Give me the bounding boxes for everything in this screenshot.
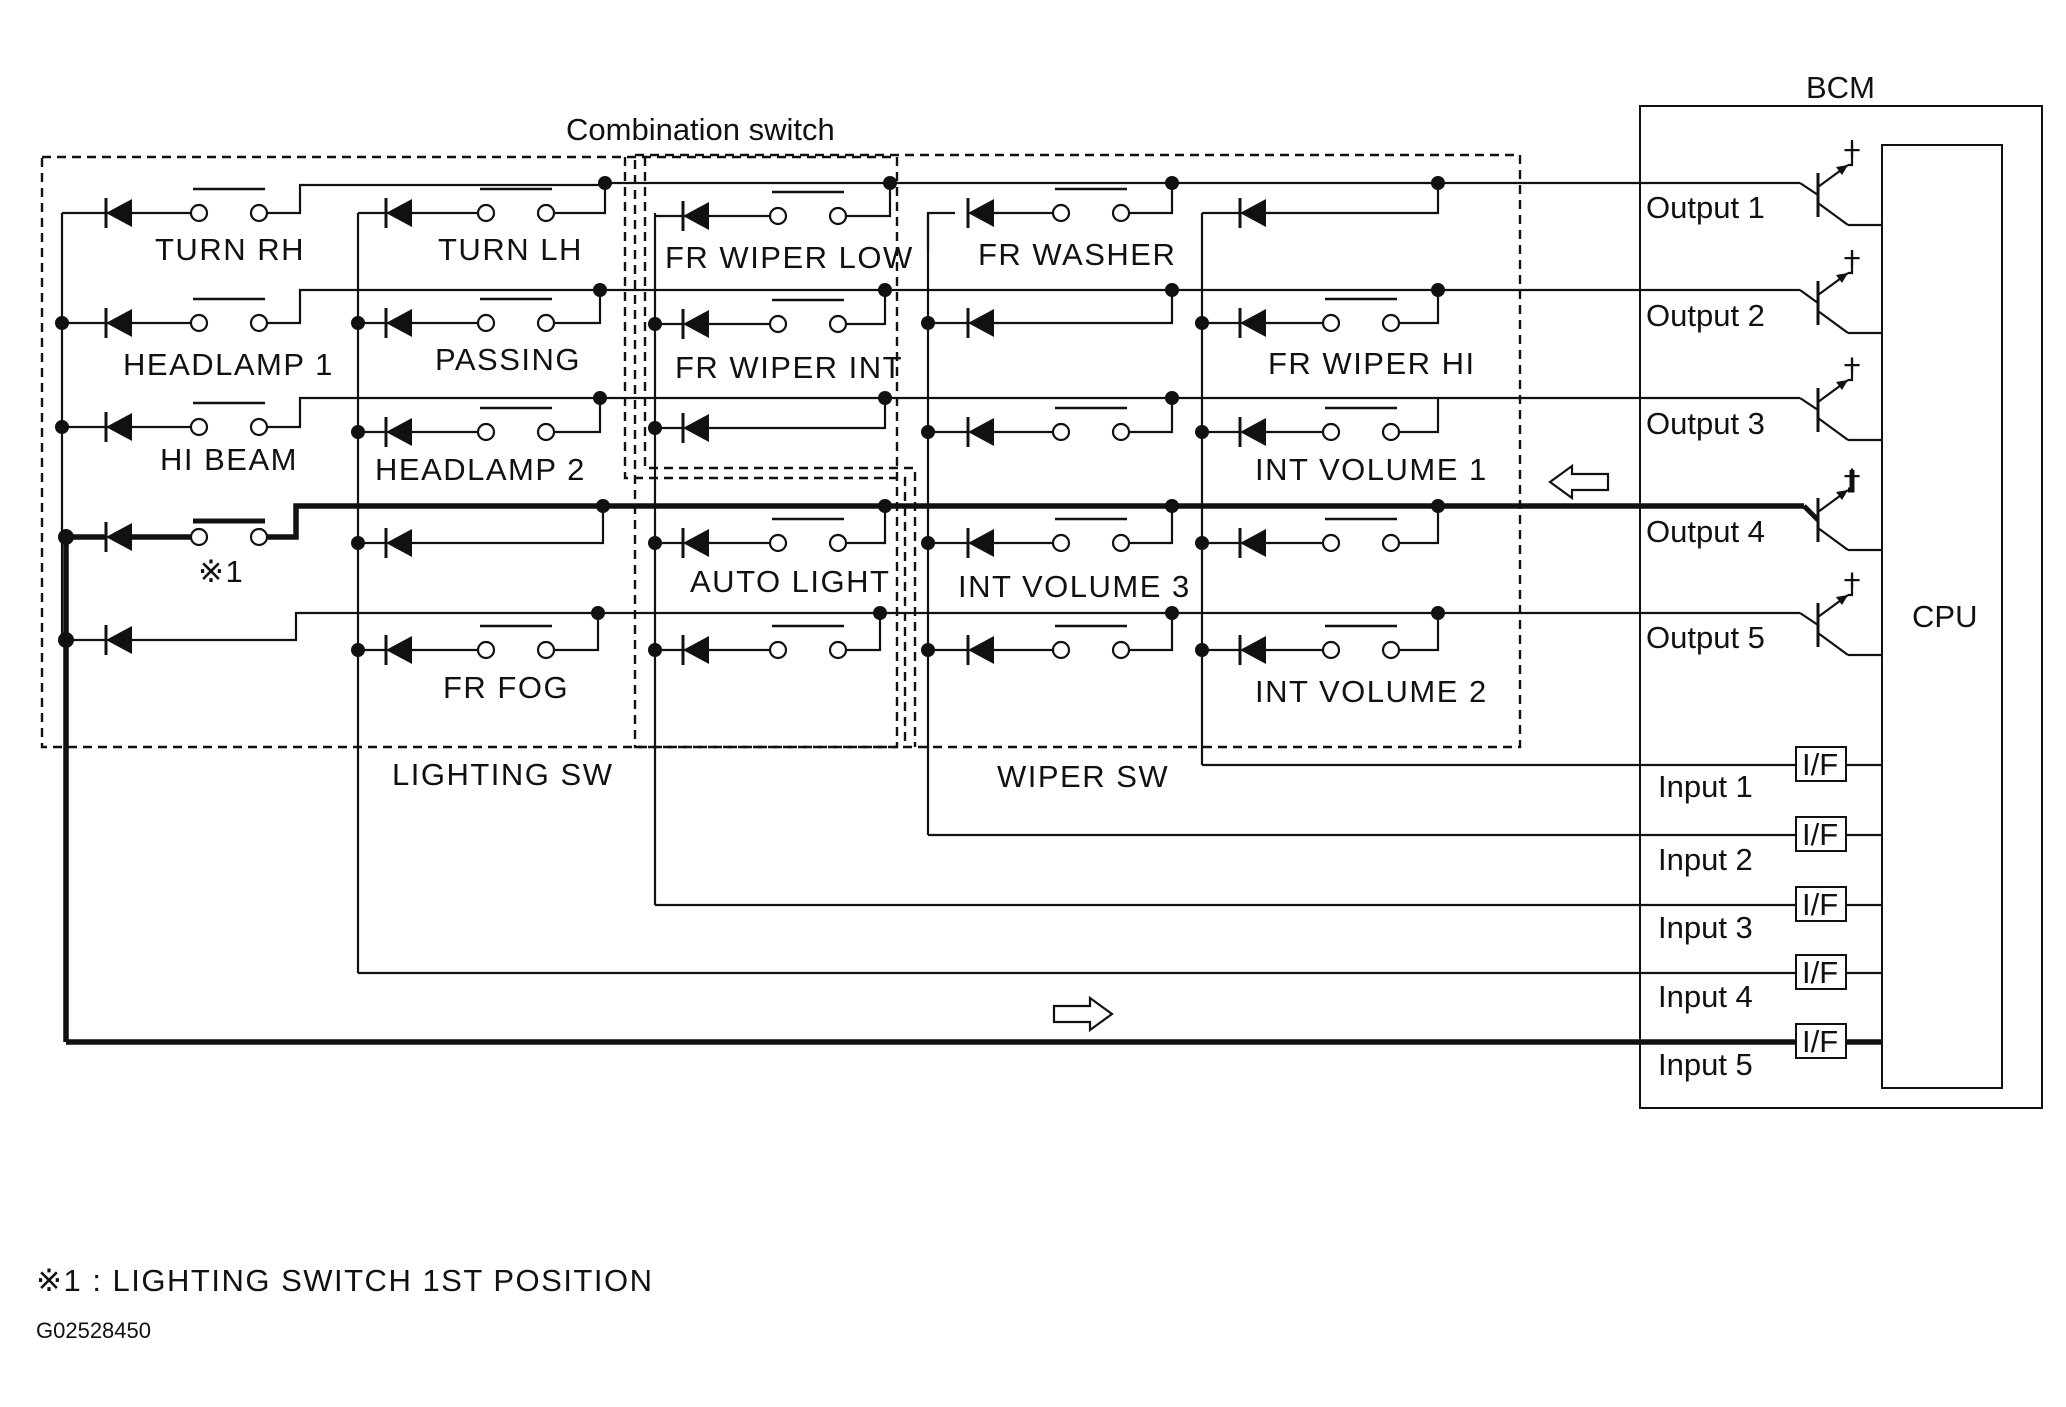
fr-fog-label: FR FOG bbox=[443, 670, 569, 705]
svg-text:+: + bbox=[1843, 562, 1861, 597]
hi-beam-label: HI BEAM bbox=[160, 442, 298, 477]
int-volume-2-label: INT VOLUME 2 bbox=[1255, 674, 1488, 709]
wiper-sw-label: WIPER SW bbox=[997, 759, 1169, 794]
headlamp-1-label: HEADLAMP 1 bbox=[123, 347, 334, 382]
headlamp-2-label: HEADLAMP 2 bbox=[375, 452, 586, 487]
input-2-label: Input 2 bbox=[1658, 842, 1753, 877]
fr-wiper-low-label: FR WIPER LOW bbox=[665, 240, 914, 275]
turn-lh-label: TURN LH bbox=[438, 232, 583, 267]
input-lines bbox=[66, 763, 1796, 1045]
lighting-sw-left-column bbox=[62, 183, 1804, 657]
int-volume-3-label: INT VOLUME 3 bbox=[958, 569, 1191, 604]
junction-dots bbox=[55, 176, 1445, 657]
lighting-sw-label: LIGHTING SW bbox=[392, 757, 613, 792]
collector-buses bbox=[60, 213, 1204, 1042]
wiper-left-column bbox=[655, 180, 892, 667]
if-label-4: I/F bbox=[1802, 955, 1838, 990]
cpu-box bbox=[1881, 144, 2003, 1089]
svg-text:+: + bbox=[1843, 240, 1861, 275]
input-4-label: Input 4 bbox=[1658, 979, 1753, 1014]
combination-switch-group-box bbox=[633, 153, 1522, 749]
input-3-label: Input 3 bbox=[1658, 910, 1753, 945]
fr-wiper-hi-label: FR WIPER HI bbox=[1268, 346, 1476, 381]
if-label-1: I/F bbox=[1802, 747, 1838, 782]
output-lines bbox=[598, 181, 1800, 615]
if-label-2: I/F bbox=[1802, 817, 1838, 852]
output-4-label: Output 4 bbox=[1646, 514, 1765, 549]
svg-text:+: + bbox=[1843, 347, 1861, 382]
svg-text:+: + bbox=[1843, 458, 1861, 493]
flow-arrow-right bbox=[1052, 995, 1114, 1033]
fr-washer-label: FR WASHER bbox=[978, 237, 1176, 272]
int-volume-1-label: INT VOLUME 1 bbox=[1255, 452, 1488, 487]
wiper-right-column bbox=[1202, 180, 1440, 667]
input-1-label: Input 1 bbox=[1658, 769, 1753, 804]
bcm-box bbox=[1639, 105, 2043, 1109]
svg-text:+: + bbox=[1843, 132, 1861, 167]
output-5-label: Output 5 bbox=[1646, 620, 1765, 655]
bcm-label: BCM bbox=[1806, 70, 1875, 105]
output-3-label: Output 3 bbox=[1646, 406, 1765, 441]
lighting-switch-group-box bbox=[40, 155, 899, 749]
input-5-label: Input 5 bbox=[1658, 1047, 1753, 1082]
if-label-5: I/F bbox=[1802, 1024, 1838, 1059]
if-label-3: I/F bbox=[1802, 887, 1838, 922]
output-1-label: Output 1 bbox=[1646, 190, 1765, 225]
turn-rh-label: TURN RH bbox=[155, 232, 305, 267]
figure-code: G02528450 bbox=[36, 1318, 151, 1343]
fr-wiper-int-label: FR WIPER INT bbox=[675, 350, 903, 385]
output-transistors: + + + + + bbox=[1799, 132, 1882, 657]
auto-light-label: AUTO LIGHT bbox=[690, 564, 890, 599]
note-mark-label: ※1 bbox=[198, 554, 244, 589]
combination-switch-label: Combination switch bbox=[566, 112, 835, 147]
interface-blocks bbox=[1795, 746, 1882, 1059]
passing-label: PASSING bbox=[435, 342, 581, 377]
cpu-label: CPU bbox=[1912, 599, 1977, 634]
output-2-label: Output 2 bbox=[1646, 298, 1765, 333]
flow-arrow-left bbox=[1548, 463, 1610, 501]
footnote: ※1 : LIGHTING SWITCH 1ST POSITION bbox=[36, 1263, 653, 1298]
wiper-sw-divider bbox=[643, 157, 917, 747]
